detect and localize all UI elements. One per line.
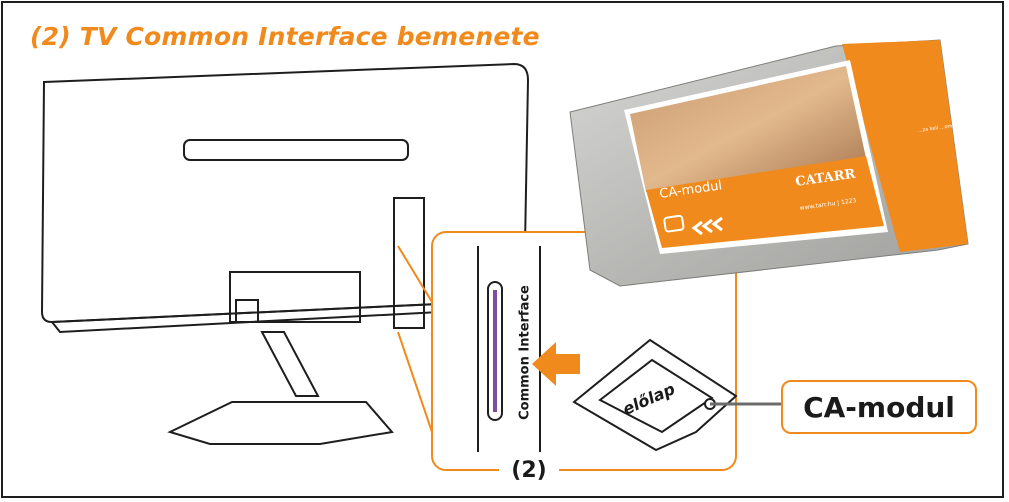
tv-handle-slot xyxy=(183,139,409,161)
tv-port-box xyxy=(235,299,259,323)
small-card xyxy=(572,338,738,452)
ca-module-callout-label: CA-modul xyxy=(803,390,955,424)
chevrons-icon xyxy=(691,216,723,236)
tv-side-panel xyxy=(393,197,425,329)
common-interface-label: Common Interface xyxy=(517,285,533,420)
tv-vent-box xyxy=(229,271,361,323)
tv-stand-base xyxy=(167,401,394,445)
photo-side-text: ...za kell ...omra xyxy=(917,122,957,134)
tv-icon xyxy=(663,214,685,233)
zoom-lines xyxy=(397,245,433,433)
tv-stand-neck xyxy=(260,331,320,397)
insert-arrow-icon xyxy=(532,342,580,386)
ca-module-photo: CA-modul CATARR www.tarr.hu | 1223 ...za… xyxy=(569,39,969,287)
ca-module-family-photo xyxy=(630,66,866,192)
ci-slot-inner xyxy=(493,290,497,412)
figure-title: (2) TV Common Interface bemenete xyxy=(30,22,540,51)
ca-module-orange-tab xyxy=(842,40,968,252)
slot-number-label: (2) xyxy=(499,458,559,483)
ca-module-callout: CA-modul xyxy=(781,380,977,434)
